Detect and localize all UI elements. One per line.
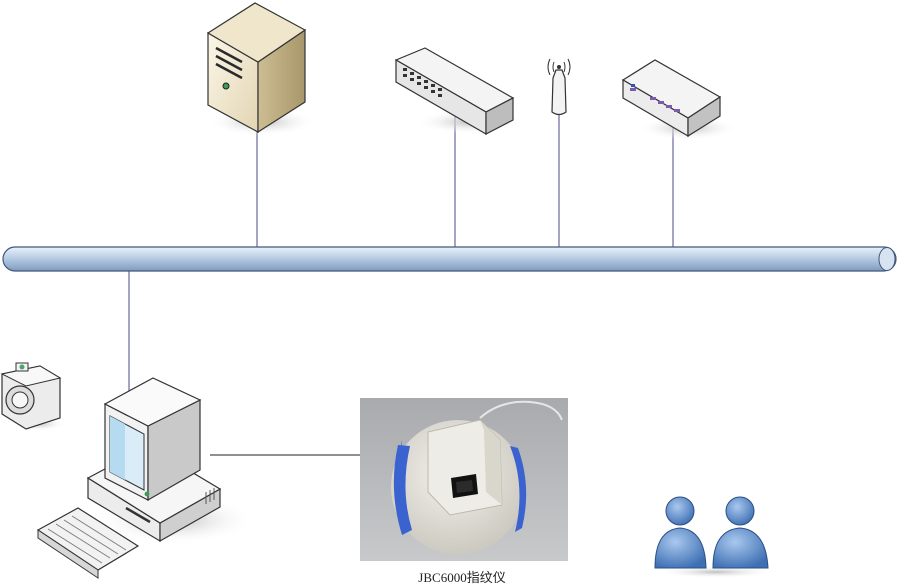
wireless-antenna-icon [547, 58, 571, 116]
users-icon [654, 496, 776, 578]
desktop-computer-icon [36, 377, 255, 579]
fingerprint-reader-caption: JBC6000指纹仪 [418, 570, 506, 585]
camera-icon [0, 362, 66, 431]
router-icon [621, 59, 738, 140]
fingerprint-reader-photo [360, 398, 568, 561]
tower-server-icon [206, 2, 317, 136]
network-bus [2, 246, 897, 272]
network-switch-icon [394, 47, 525, 136]
